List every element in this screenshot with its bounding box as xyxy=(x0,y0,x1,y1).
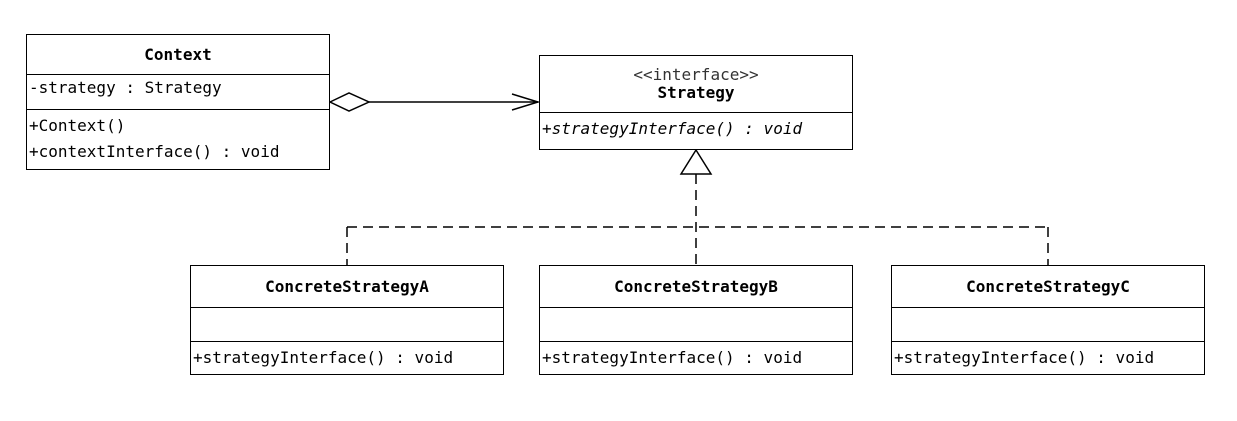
class-context[interactable]: Context -strategy : Strategy +Context() … xyxy=(26,34,330,170)
class-context-attributes: -strategy : Strategy xyxy=(27,75,329,110)
class-concrete-strategy-c-attributes xyxy=(892,308,1204,342)
class-context-name: Context xyxy=(144,44,212,64)
class-concrete-strategy-b-name: ConcreteStrategyB xyxy=(614,276,778,296)
attribute-row: -strategy : Strategy xyxy=(29,78,222,97)
class-concrete-strategy-a-name: ConcreteStrategyA xyxy=(265,276,429,296)
class-context-header: Context xyxy=(27,35,329,75)
operation-row: +strategyInterface() : void xyxy=(193,348,454,367)
class-concrete-strategy-c-name: ConcreteStrategyC xyxy=(966,276,1130,296)
operation-row: +strategyInterface() : void xyxy=(894,348,1155,367)
interface-strategy[interactable]: <<interface>> Strategy +strategyInterfac… xyxy=(539,55,853,150)
class-concrete-strategy-c-operations: +strategyInterface() : void xyxy=(892,342,1204,371)
stereotype-label: <<interface>> xyxy=(633,65,759,84)
operation-row: +strategyInterface() : void xyxy=(542,119,803,138)
class-concrete-strategy-b-attributes xyxy=(540,308,852,342)
interface-strategy-operations: +strategyInterface() : void xyxy=(540,113,852,142)
interface-strategy-name: Strategy xyxy=(657,83,735,102)
class-concrete-strategy-a-operations: +strategyInterface() : void xyxy=(191,342,503,371)
class-concrete-strategy-c[interactable]: ConcreteStrategyC +strategyInterface() :… xyxy=(891,265,1205,375)
operation-row: +contextInterface() : void xyxy=(29,142,280,161)
class-concrete-strategy-b[interactable]: ConcreteStrategyB +strategyInterface() :… xyxy=(539,265,853,375)
class-concrete-strategy-a-attributes xyxy=(191,308,503,342)
aggregation-diamond-icon xyxy=(328,92,371,112)
class-concrete-strategy-c-header: ConcreteStrategyC xyxy=(892,266,1204,308)
class-concrete-strategy-b-operations: +strategyInterface() : void xyxy=(540,342,852,371)
class-concrete-strategy-a-header: ConcreteStrategyA xyxy=(191,266,503,308)
interface-strategy-header: <<interface>> Strategy xyxy=(540,56,852,113)
class-context-operations: +Context() +contextInterface() : void xyxy=(27,110,329,165)
class-concrete-strategy-b-header: ConcreteStrategyB xyxy=(540,266,852,308)
realization-triangle-icon xyxy=(679,148,713,175)
navigability-arrow-icon xyxy=(511,93,541,111)
operation-row: +Context() xyxy=(29,116,126,135)
class-concrete-strategy-a[interactable]: ConcreteStrategyA +strategyInterface() :… xyxy=(190,265,504,375)
operation-row: +strategyInterface() : void xyxy=(542,348,803,367)
